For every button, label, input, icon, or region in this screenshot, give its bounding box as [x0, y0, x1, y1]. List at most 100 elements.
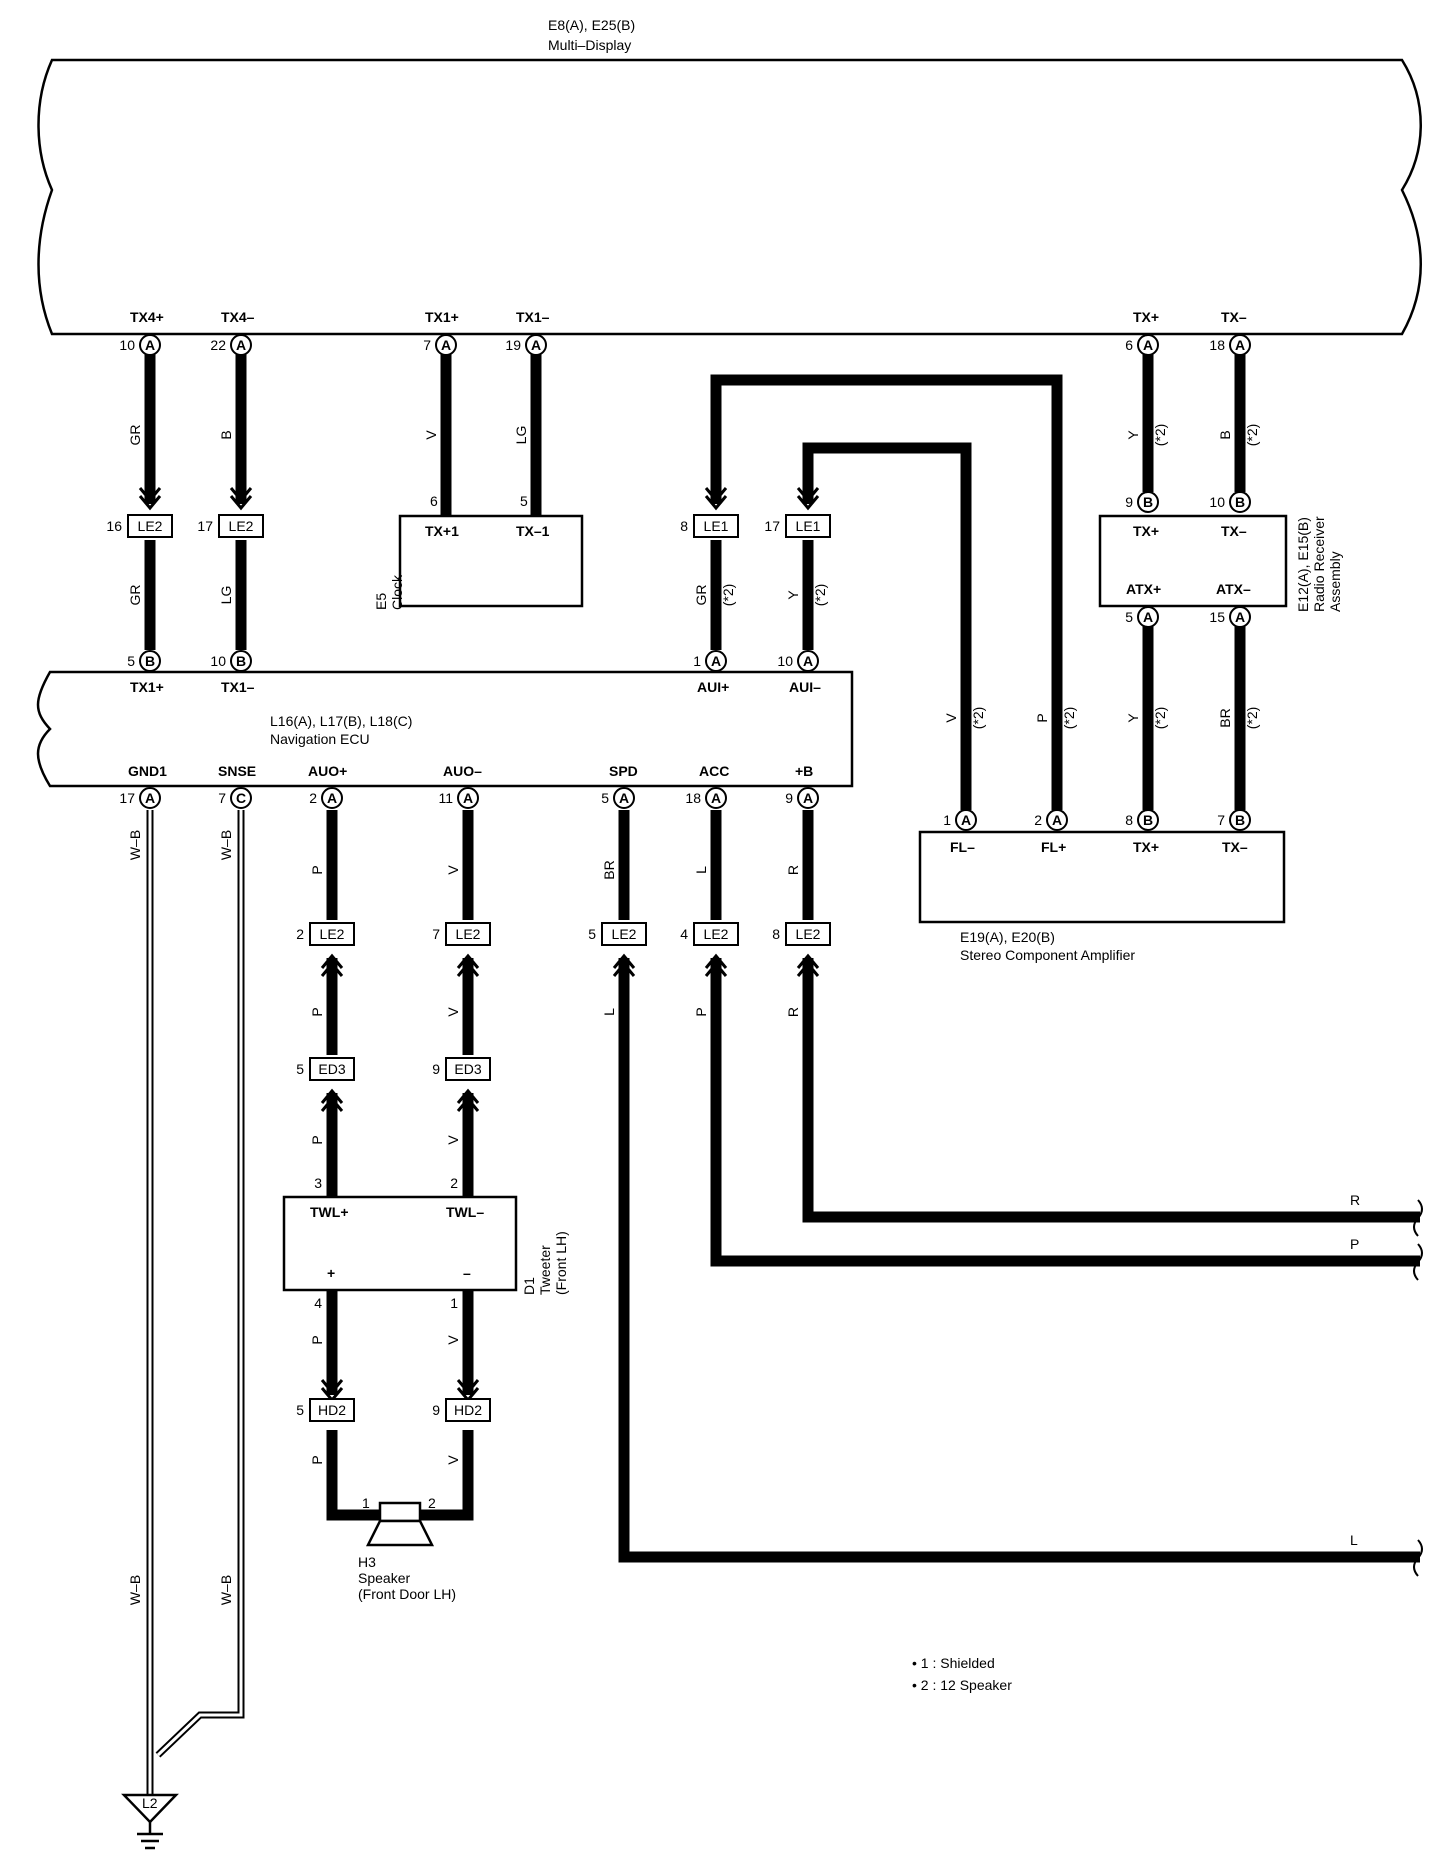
wc-amp-v: V — [943, 713, 959, 723]
nav-top-0-circle — [139, 650, 161, 672]
tweeter-name: Tweeter — [537, 1245, 553, 1295]
md-pin-2-pin: 7 — [423, 337, 431, 353]
nav-bot-4-circle — [613, 787, 635, 809]
md-pin-4-circle — [1137, 334, 1159, 356]
wc-nav-le2-2: BR — [601, 860, 617, 879]
nav-bot-4-pin: 5 — [601, 790, 609, 806]
le2-bot-3-pin: 4 — [680, 926, 688, 942]
wc-le1-gr-star: (*2) — [720, 584, 736, 607]
amp-pin-3-letter: B — [1235, 812, 1245, 828]
speaker-icon — [365, 1501, 435, 1547]
nav-bot-1-circle — [230, 787, 252, 809]
note-1: • 1 : Shielded — [912, 1655, 995, 1671]
tweeter-box — [282, 1195, 518, 1292]
wc-nav-le2-3: L — [693, 866, 709, 874]
nav-top-2-pin: 1 — [693, 653, 701, 669]
nav-top-3-circle — [797, 650, 819, 672]
le2-top-1-pin: 17 — [197, 518, 213, 534]
le2-bot-1-label: LE2 — [456, 926, 481, 942]
wc-le1-y-star: (*2) — [812, 584, 828, 607]
md-term-tx1m: TX1– — [516, 309, 550, 325]
multi-display-box — [37, 58, 1422, 336]
le2-bot-0-box — [309, 922, 355, 946]
wc-le1-y: Y — [785, 590, 801, 600]
ed3-1-label: ED3 — [454, 1061, 481, 1077]
nav-term-tx1m: TX1– — [221, 679, 255, 695]
wc-le2-below-4: R — [785, 1007, 801, 1017]
tweeter-ref: D1 — [521, 1277, 537, 1295]
md-pin-3-circle — [525, 334, 547, 356]
wc-nav-le2-0: P — [309, 865, 325, 874]
multi-display-ref: E8(A), E25(B) — [548, 17, 635, 33]
amp-pin-1-circle — [1046, 809, 1068, 831]
nav-term-b: +B — [795, 763, 813, 779]
md-pin-0-circle — [139, 334, 161, 356]
le2-bot-4-label: LE2 — [796, 926, 821, 942]
wc-clock-lg: LG — [513, 426, 529, 445]
clock-box — [398, 514, 584, 608]
le2-top-1-label: LE2 — [229, 518, 254, 534]
speaker-pos: (Front Door LH) — [358, 1586, 456, 1602]
nav-top-1-letter: B — [236, 653, 246, 669]
radio-top-0-letter: B — [1143, 494, 1153, 510]
nav-term-acc: ACC — [699, 763, 729, 779]
nav-top-3-letter: A — [803, 653, 813, 669]
md-term-tx4p: TX4+ — [130, 309, 164, 325]
md-term-txp: TX+ — [1133, 309, 1159, 325]
radio-name1: Radio Receiver — [1311, 516, 1327, 612]
tweeter-term-twlp: TWL+ — [310, 1204, 349, 1220]
clock-term-txp1: TX+1 — [425, 523, 459, 539]
ed3-0-label: ED3 — [318, 1061, 345, 1077]
le2-bot-1-pin: 7 — [432, 926, 440, 942]
wc-end-l: L — [1350, 1532, 1358, 1548]
wc-radio-b: B — [1217, 430, 1233, 439]
nav-bot-2-pin: 2 — [309, 790, 317, 806]
wc-le2-below-0: P — [309, 1007, 325, 1016]
le2-top-0-label: LE2 — [138, 518, 163, 534]
wc-end-p: P — [1350, 1236, 1359, 1252]
nav-term-tx1p: TX1+ — [130, 679, 164, 695]
ed3-0-pin: 5 — [296, 1061, 304, 1077]
amp-pin-2-pin: 8 — [1125, 812, 1133, 828]
nav-bot-2-circle — [321, 787, 343, 809]
amp-pin-3-pin: 7 — [1217, 812, 1225, 828]
amp-pin-2-letter: B — [1143, 812, 1153, 828]
md-pin-4-letter: A — [1143, 337, 1153, 353]
amp-pin-1-letter: A — [1052, 812, 1062, 828]
hd2-1-label: HD2 — [454, 1402, 482, 1418]
nav-bot-6-pin: 9 — [785, 790, 793, 806]
md-term-tx1p: TX1+ — [425, 309, 459, 325]
le2-bot-3-box — [693, 922, 739, 946]
spk-pin-1: 1 — [362, 1495, 370, 1511]
tweeter-term-plus: + — [327, 1265, 335, 1281]
wc-radio-y: Y — [1125, 430, 1141, 440]
wc-gr-2: GR — [127, 585, 143, 606]
wc-gnd-2: W–B — [218, 830, 234, 860]
wc-ed3-tw-p: P — [309, 1135, 325, 1144]
radio-bot-1-letter: A — [1235, 609, 1245, 625]
ground-wire-snse — [155, 810, 245, 1758]
nav-bot-2-letter: A — [327, 790, 337, 806]
wc-clock-v: V — [423, 430, 439, 440]
nav-term-gnd1: GND1 — [128, 763, 167, 779]
wc-radio-amp-y-star: (*2) — [1152, 707, 1168, 730]
radio-term-txm: TX– — [1221, 523, 1247, 539]
amplifier-box — [918, 830, 1286, 924]
radio-bot-0-circle — [1137, 606, 1159, 628]
nav-top-2-circle — [705, 650, 727, 672]
arrows-ed3 — [320, 1088, 480, 1112]
nav-bot-6-letter: A — [803, 790, 813, 806]
radio-name2: Assembly — [1327, 551, 1343, 612]
md-pin-2-letter: A — [441, 337, 451, 353]
amp-term-txp: TX+ — [1133, 839, 1159, 855]
spk-pin-2: 2 — [428, 1495, 436, 1511]
wc-nav-le2-4: R — [785, 865, 801, 875]
wc-le1-gr: GR — [693, 585, 709, 606]
nav-bot-0-circle — [139, 787, 161, 809]
nav-bot-5-pin: 18 — [685, 790, 701, 806]
wire-hd2-spk-p — [326, 1430, 380, 1521]
wc-ed3-tw-v: V — [445, 1135, 461, 1145]
md-pin-5-letter: A — [1235, 337, 1245, 353]
wc-radio-amp-br-star: (*2) — [1244, 707, 1260, 730]
radio-top-0-pin: 9 — [1125, 494, 1133, 510]
